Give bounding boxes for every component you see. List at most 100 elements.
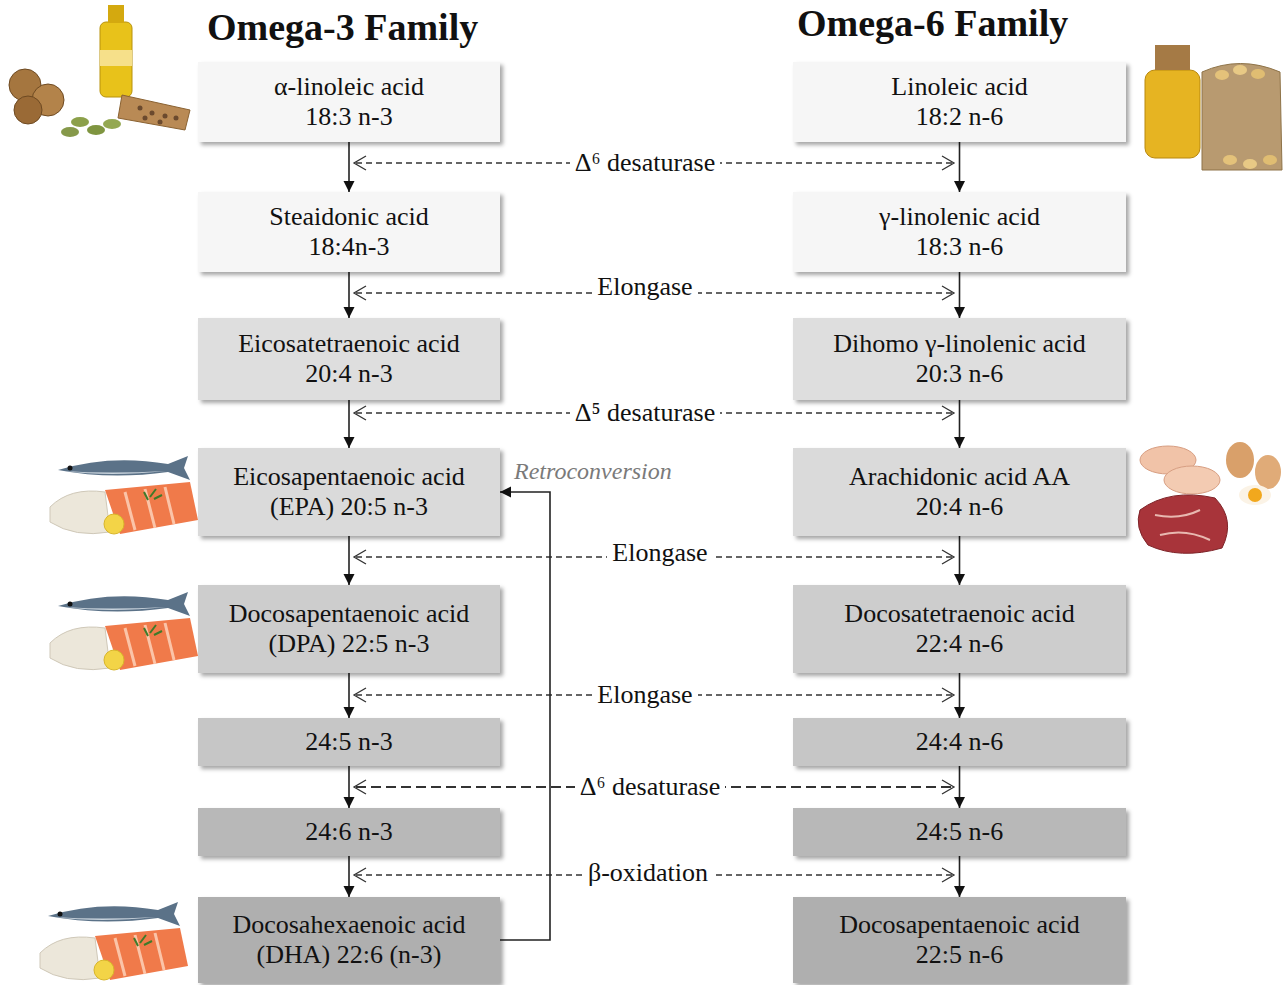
enzyme-label: Δ⁶ desaturase bbox=[575, 772, 726, 802]
arrowhead bbox=[954, 797, 965, 808]
fatty-acid-box: Steaidonic acid18:4n-3 bbox=[198, 192, 500, 272]
fatty-acid-box: α-linoleic acid18:3 n-3 bbox=[198, 62, 500, 142]
fatty-acid-box: Eicosatetraenoic acid20:4 n-3 bbox=[198, 318, 500, 400]
illustration-part bbox=[1155, 510, 1210, 540]
fatty-acid-box: Eicosapentaenoic acid(EPA) 20:5 n-3 bbox=[198, 448, 500, 536]
arrowhead bbox=[500, 487, 511, 498]
illustration-part bbox=[1226, 442, 1254, 478]
illustration-part bbox=[14, 96, 42, 124]
acid-formula: 20:3 n-6 bbox=[916, 359, 1003, 389]
meat-eggs bbox=[1138, 442, 1281, 553]
pathway-arrow bbox=[954, 856, 965, 897]
illustration-part bbox=[118, 95, 190, 130]
arrowhead bbox=[344, 797, 355, 808]
acid-name: Eicosatetraenoic acid bbox=[238, 329, 460, 359]
fatty-acid-box: Docosahexaenoic acid(DHA) 22:6 (n-3) bbox=[198, 897, 500, 983]
acid-name: Docosapentaenoic acid bbox=[839, 910, 1079, 940]
acid-formula: 18:3 n-3 bbox=[305, 102, 392, 132]
illustration-part bbox=[1164, 466, 1220, 494]
pathway-arrow bbox=[954, 400, 965, 448]
pathway-arrow bbox=[344, 856, 355, 897]
acid-name: Arachidonic acid AA bbox=[849, 462, 1070, 492]
fatty-acid-box: 24:4 n-6 bbox=[793, 718, 1126, 766]
illustration-part bbox=[1202, 64, 1282, 171]
fatty-acid-box: γ-linolenic acid18:3 n-6 bbox=[793, 192, 1126, 272]
pathway-arrow bbox=[344, 766, 355, 808]
pathway-arrow bbox=[954, 142, 965, 192]
connector-line bbox=[500, 492, 550, 940]
acid-name: α-linoleic acid bbox=[274, 72, 424, 102]
arrowhead bbox=[954, 574, 965, 585]
arrowhead bbox=[344, 437, 355, 448]
acid-name: Eicosapentaenoic acid bbox=[233, 462, 465, 492]
enzyme-label: Elongase bbox=[592, 680, 697, 710]
illustration-part bbox=[1248, 488, 1262, 502]
illustration-part bbox=[1145, 70, 1200, 158]
arrowhead bbox=[344, 886, 355, 897]
illustration-part bbox=[1255, 455, 1281, 489]
pathway-arrow bbox=[344, 400, 355, 448]
enzyme-label: Δ⁶ desaturase bbox=[570, 148, 721, 178]
column-heading: Omega-3 Family bbox=[207, 6, 478, 50]
edge-label: Retroconversion bbox=[512, 458, 674, 486]
illustration-part bbox=[1233, 65, 1247, 75]
fatty-acid-box: Linoleic acid18:2 n-6 bbox=[793, 62, 1126, 142]
enzyme-label: Elongase bbox=[607, 538, 712, 568]
vegetable-oil-soybeans bbox=[1145, 45, 1282, 170]
acid-formula: (DPA) 22:5 n-3 bbox=[269, 629, 430, 659]
illustration-part bbox=[1155, 45, 1190, 70]
fish-illustration bbox=[40, 902, 188, 980]
acid-formula: 20:4 n-6 bbox=[916, 492, 1003, 522]
illustration-part bbox=[100, 50, 132, 66]
illustration-part bbox=[1263, 155, 1277, 165]
acid-name: 24:5 n-3 bbox=[305, 727, 392, 757]
acid-formula: (EPA) 20:5 n-3 bbox=[270, 492, 428, 522]
illustration-part bbox=[71, 117, 89, 127]
pathway-arrow bbox=[344, 272, 355, 318]
illustration-part bbox=[1239, 485, 1271, 505]
arrowhead bbox=[954, 437, 965, 448]
fatty-acid-box: 24:5 n-3 bbox=[198, 718, 500, 766]
illustration-part bbox=[100, 22, 132, 97]
illustration-part bbox=[150, 111, 155, 116]
column-heading: Omega-6 Family bbox=[797, 2, 1068, 46]
illustration-part bbox=[108, 5, 124, 23]
arrowhead bbox=[954, 707, 965, 718]
fatty-acid-box: Docosatetraenoic acid22:4 n-6 bbox=[793, 585, 1126, 673]
arrowhead bbox=[954, 307, 965, 318]
enzyme-label: Δ⁵ desaturase bbox=[570, 398, 721, 428]
illustration-part bbox=[1251, 69, 1265, 79]
arrowhead bbox=[344, 307, 355, 318]
acid-formula: 20:4 n-3 bbox=[305, 359, 392, 389]
pathway-arrow bbox=[954, 673, 965, 718]
pathway-arrow bbox=[344, 536, 355, 585]
pathway-arrow bbox=[344, 673, 355, 718]
arrowhead bbox=[954, 886, 965, 897]
illustration-part bbox=[174, 116, 179, 121]
fatty-acid-box: Dihomo γ-linolenic acid20:3 n-6 bbox=[793, 318, 1126, 400]
illustration-part bbox=[143, 116, 148, 121]
acid-name: 24:6 n-3 bbox=[305, 817, 392, 847]
acid-name: γ-linolenic acid bbox=[879, 202, 1040, 232]
fish-illustration bbox=[50, 456, 198, 534]
arrowhead bbox=[344, 574, 355, 585]
illustration-part bbox=[1215, 70, 1229, 80]
enzyme-label: Elongase bbox=[592, 272, 697, 302]
illustration-part bbox=[1223, 155, 1237, 165]
acid-name: Docosapentaenoic acid bbox=[229, 599, 469, 629]
fatty-acid-box: 24:5 n-6 bbox=[793, 808, 1126, 856]
pathway-arrow bbox=[954, 272, 965, 318]
acid-name: 24:5 n-6 bbox=[916, 817, 1003, 847]
illustration-part bbox=[163, 114, 168, 119]
acid-name: 24:4 n-6 bbox=[916, 727, 1003, 757]
illustration-part bbox=[103, 119, 121, 129]
fatty-acid-box: Docosapentaenoic acid22:5 n-6 bbox=[793, 897, 1126, 983]
fatty-acid-box: Arachidonic acid AA20:4 n-6 bbox=[793, 448, 1126, 536]
acid-name: Docosahexaenoic acid bbox=[232, 910, 465, 940]
fatty-acid-box: 24:6 n-3 bbox=[198, 808, 500, 856]
acid-name: Docosatetraenoic acid bbox=[844, 599, 1074, 629]
acid-name: Steaidonic acid bbox=[269, 202, 429, 232]
illustration-part bbox=[158, 120, 163, 125]
pathway-arrow bbox=[954, 766, 965, 808]
